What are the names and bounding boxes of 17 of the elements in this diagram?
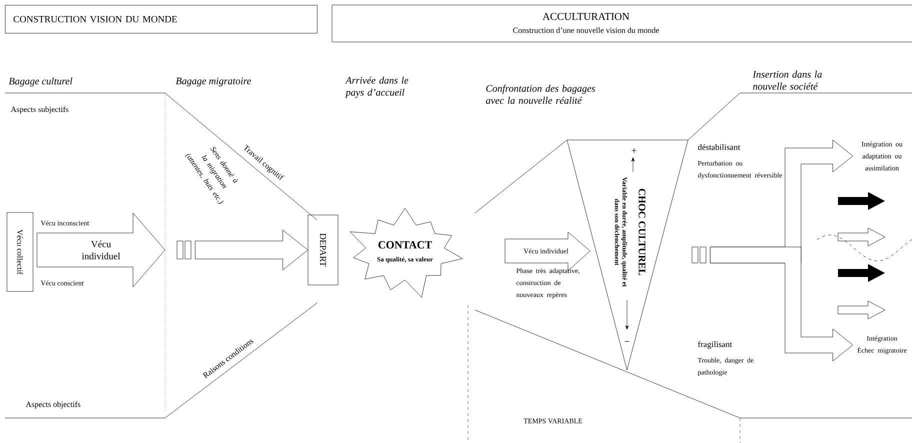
hollow-arrow — [176, 230, 308, 270]
section-heading: Insertion dans la nouvelle société — [752, 70, 822, 90]
section-heading: Bagage culturel — [8, 77, 72, 87]
sign-symbol: + — [632, 148, 636, 153]
annotation: Aspects subjectifs — [10, 106, 68, 114]
section-heading: Arrivée dans le pays d’accueil — [345, 76, 408, 98]
annotation: Aspects objectifs — [26, 401, 80, 409]
section-heading: Bagage migratoire — [176, 78, 251, 86]
label-box: DEPART — [308, 214, 338, 286]
label-box: Vécu collectif — [6, 212, 34, 292]
hollow-arrow — [710, 246, 853, 362]
annotation: déstabilisant — [698, 144, 740, 150]
header-box: CONSTRUCTION VISION DU MONDE — [5, 5, 318, 34]
section-heading: Confrontation des bagages avec la nouvelle réalité — [486, 84, 596, 104]
header-box: ACCULTURATION Construction d’une nouvelle vision du monde — [332, 4, 912, 42]
annotation: fragilisant — [698, 341, 732, 349]
sign-symbol: − — [624, 341, 630, 342]
